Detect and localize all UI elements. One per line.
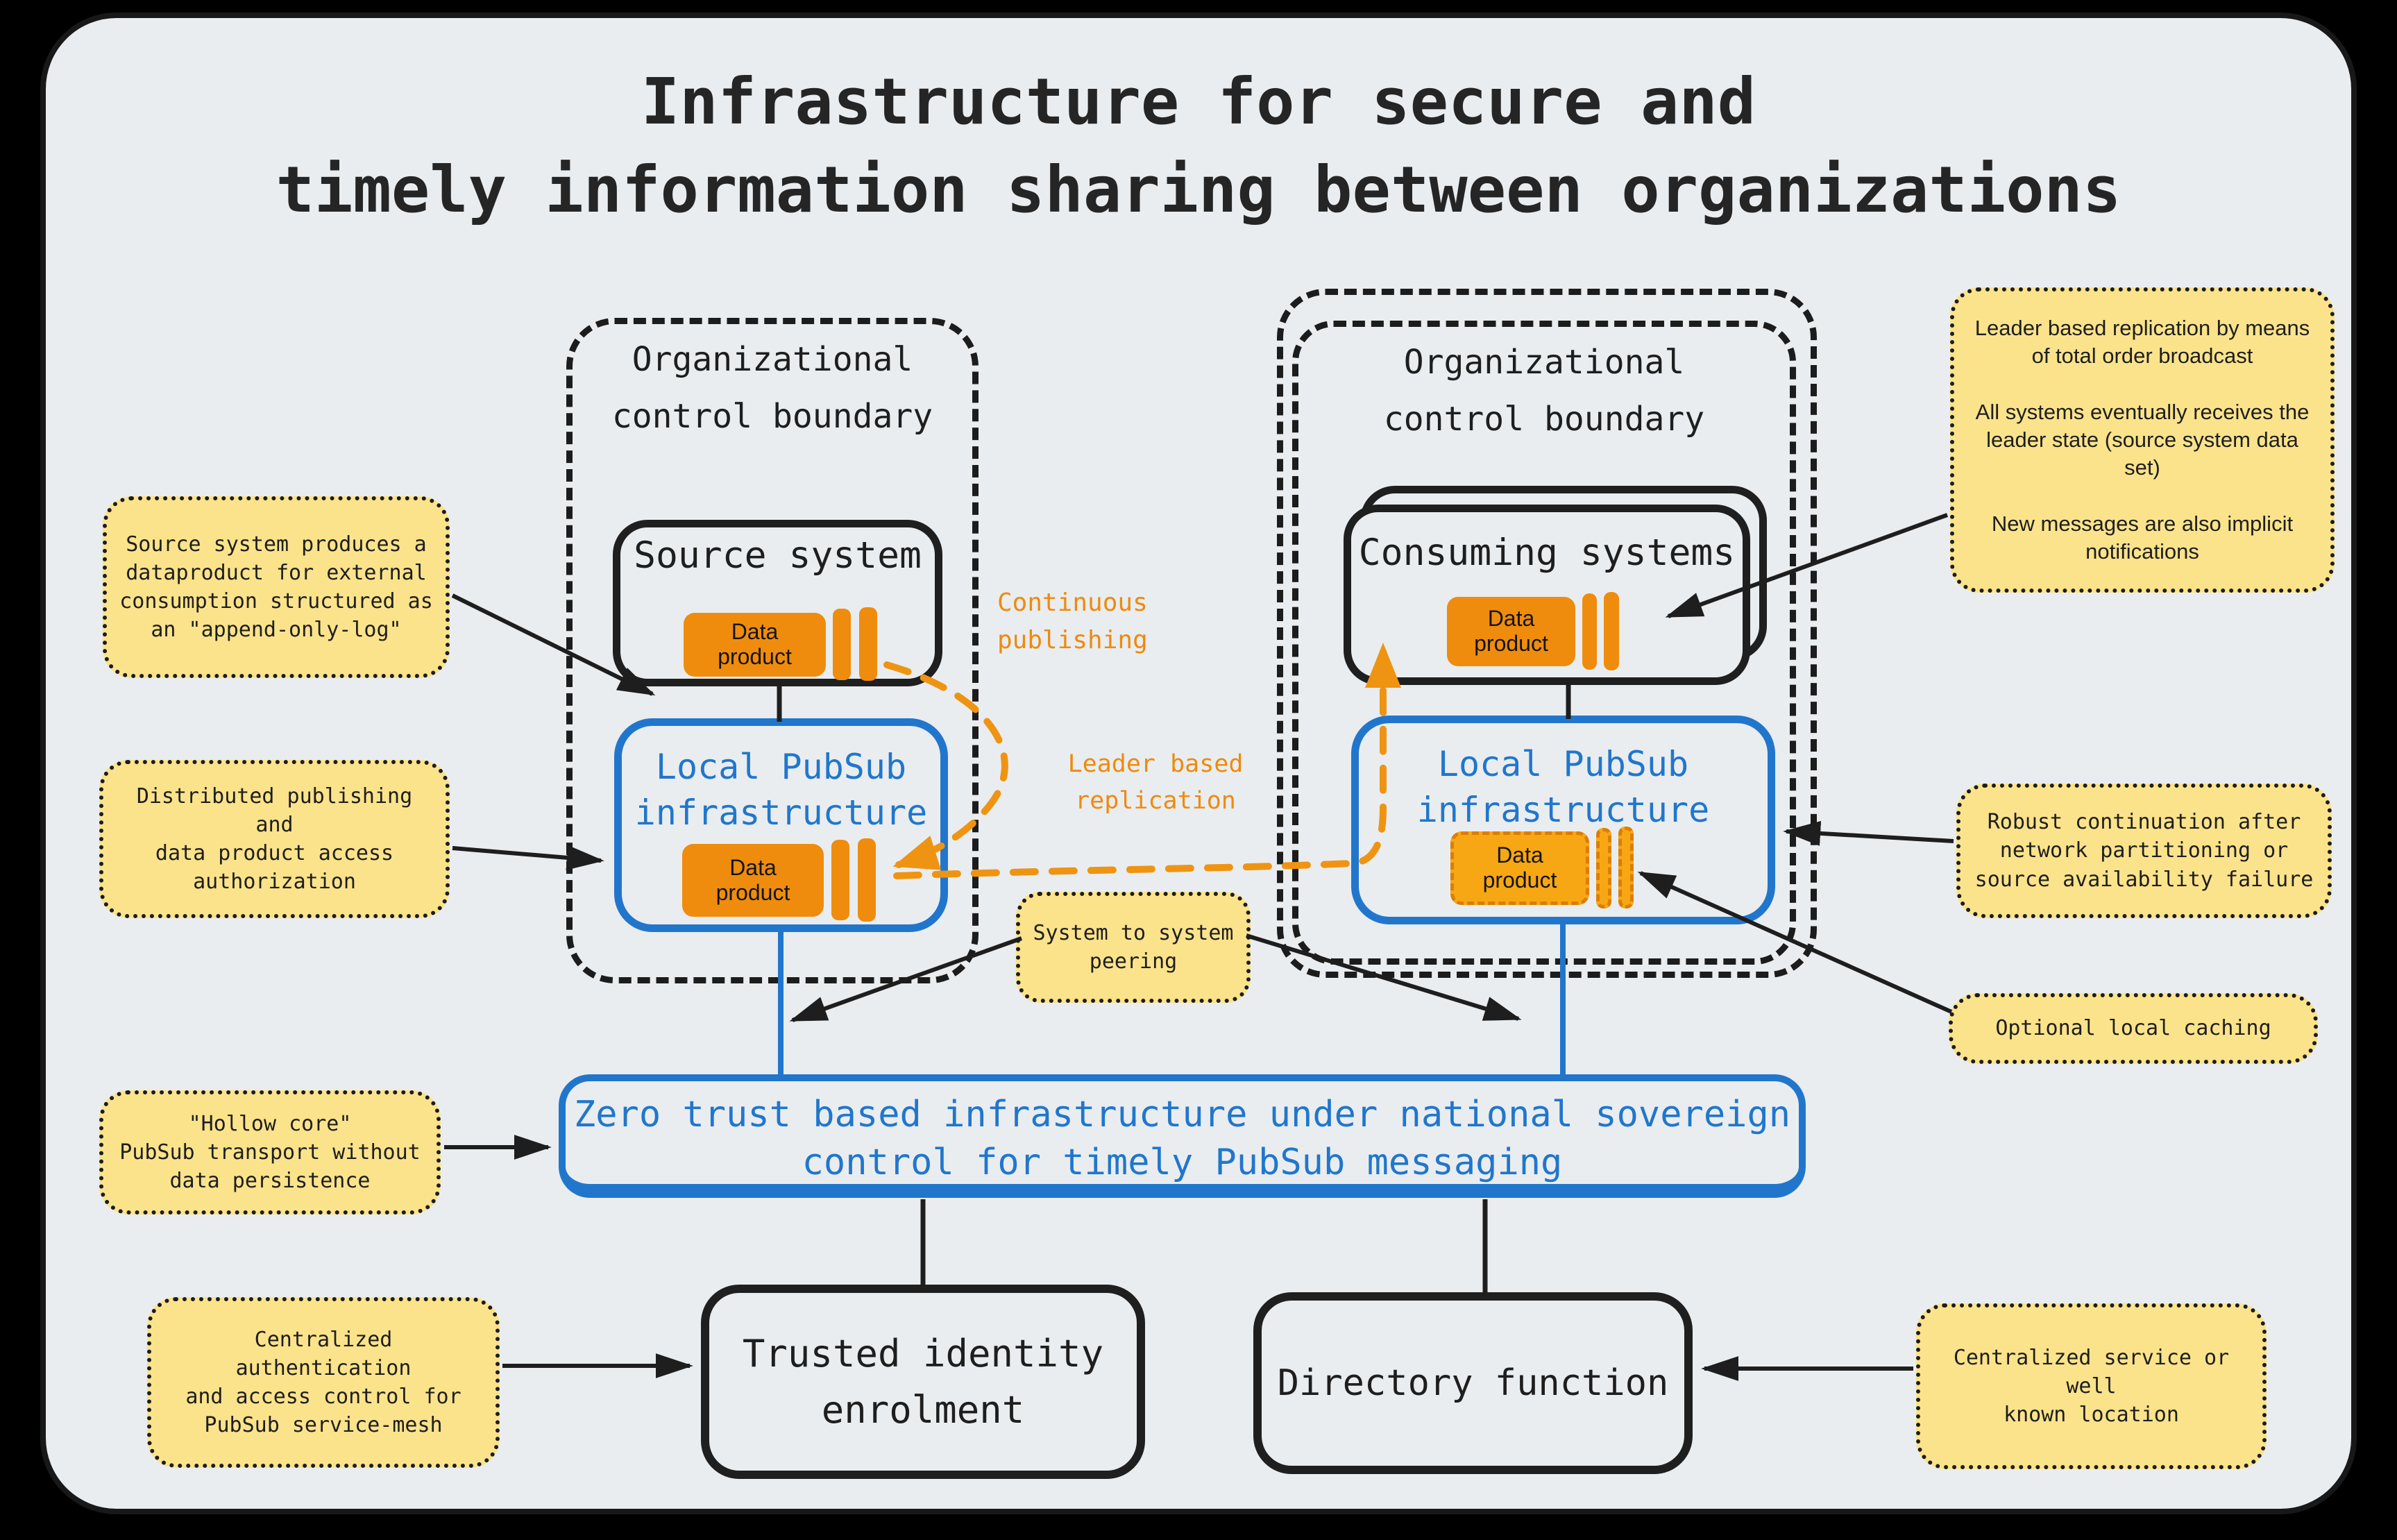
- data-product-icon: Data product: [682, 844, 824, 917]
- data-product-bar-icon: [831, 840, 849, 920]
- source-system-label: Source system: [634, 534, 922, 577]
- diagram-title: Infrastructure for secure and timely inf…: [276, 65, 2121, 227]
- data-product-bar-icon: [858, 838, 876, 922]
- note-hollow-core: "Hollow core" PubSub transport without d…: [99, 1090, 441, 1215]
- continuous-publishing-label: Continuous publishing: [997, 589, 1148, 654]
- data-product-label: Data product: [715, 854, 790, 905]
- trusted-identity-label: Trusted identity enrolment: [742, 1332, 1104, 1432]
- note-system-peering: System to system peering: [1016, 892, 1251, 1003]
- data-product-bar-icon: [833, 609, 851, 680]
- note-source-produces: Source system produces a dataproduct for…: [103, 496, 450, 678]
- note-centralized-auth: Centralized authentication and access co…: [147, 1297, 500, 1468]
- trusted-identity-box: Trusted identity enrolment: [701, 1285, 1145, 1479]
- leader-replication-label: Leader based replication: [1067, 750, 1244, 815]
- org-boundary-right-inner: [1292, 321, 1796, 965]
- local-pubsub-right-label: Local PubSub infrastructure: [1416, 744, 1710, 830]
- org-boundary-right-outer: [1277, 289, 1817, 978]
- directory-function-box: Directory function: [1253, 1292, 1693, 1474]
- data-product-bar-icon: [1618, 827, 1634, 908]
- zero-trust-box: Zero trust based infrastructure under na…: [559, 1074, 1806, 1198]
- note-robust-continuation: Robust continuation after network partit…: [1956, 784, 2332, 918]
- data-product-label: Data product: [718, 619, 792, 669]
- note-leader-broadcast: Leader based replication by means of tot…: [1950, 287, 2335, 593]
- consuming-systems-label: Consuming systems: [1358, 532, 1736, 574]
- note-centralized-service: Centralized service or well known locati…: [1916, 1303, 2267, 1469]
- data-product-label: Data product: [1482, 843, 1557, 892]
- note-distributed-publishing: Distributed publishing and data product …: [99, 760, 450, 918]
- data-product-bar-icon: [1582, 593, 1597, 670]
- data-product-bar-icon: [1604, 592, 1619, 670]
- note-optional-caching: Optional local caching: [1949, 993, 2318, 1064]
- org-boundary-right-label: Organizational control boundary: [1383, 343, 1705, 439]
- data-product-cached-icon: Data product: [1450, 831, 1589, 905]
- local-pubsub-left-label: Local PubSub infrastructure: [634, 747, 928, 833]
- data-product-label: Data product: [1474, 606, 1548, 656]
- data-product-bar-icon: [1596, 828, 1611, 908]
- data-product-icon: Data product: [684, 613, 826, 677]
- data-product-bar-icon: [859, 607, 877, 681]
- data-product-icon: Data product: [1447, 597, 1575, 666]
- directory-function-label: Directory function: [1277, 1362, 1669, 1404]
- org-boundary-left-label: Organizational control boundary: [611, 340, 933, 436]
